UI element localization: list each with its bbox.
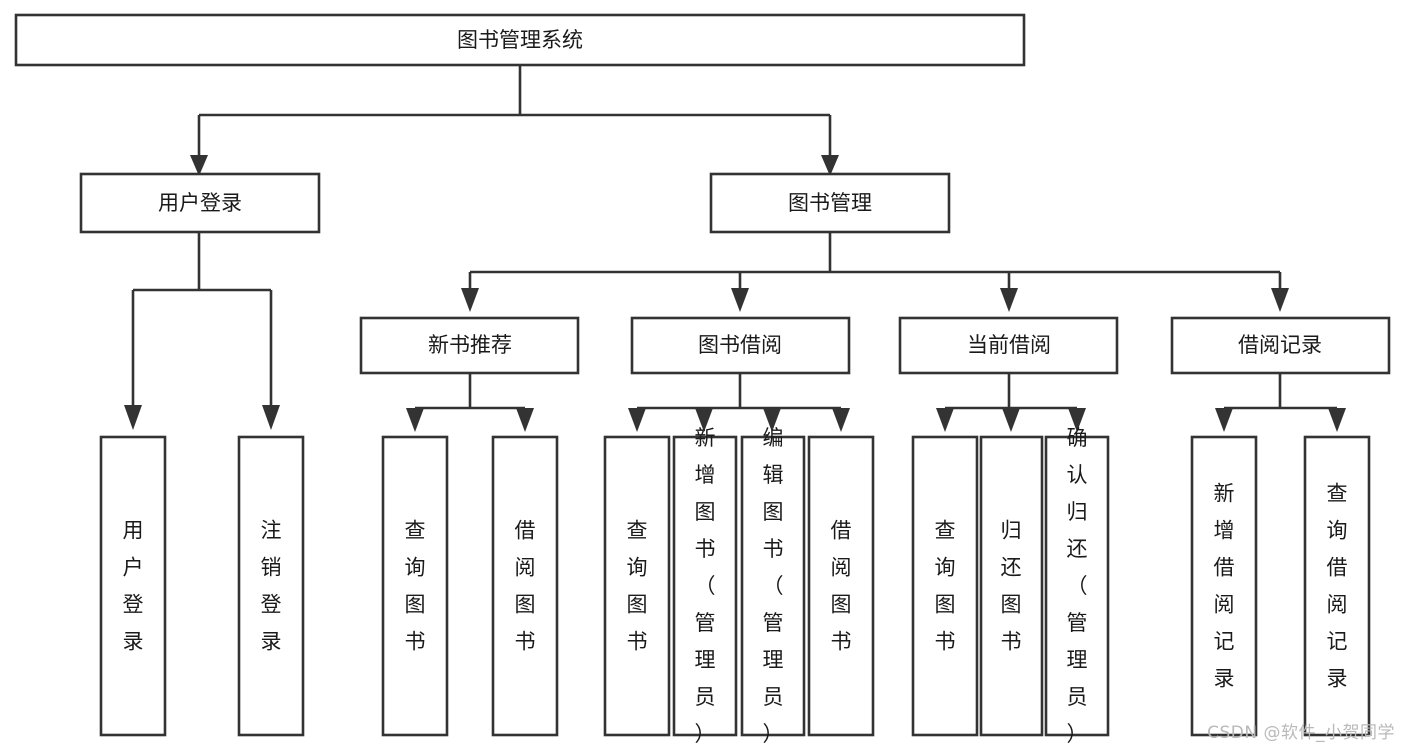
node-new-book-recommend-box[interactable] [359, 316, 580, 375]
arrowhead-leaf-return-book [1002, 408, 1020, 432]
node-leaf-add-record-label: 新增借阅记录 [1214, 482, 1235, 691]
node-leaf-add-record-box[interactable] [1190, 435, 1258, 737]
node-leaf-query-book-2[interactable]: 查询图书 [603, 435, 671, 737]
arrowhead-leaf-query-record [1328, 408, 1346, 432]
node-leaf-user-logout[interactable]: 注销登录 [237, 435, 305, 737]
node-current-borrow-box[interactable] [898, 316, 1119, 375]
node-leaf-query-book-2-label: 查询图书 [627, 519, 648, 654]
node-leaf-borrow-book-2-box[interactable] [807, 435, 875, 737]
node-leaf-confirm-return-box[interactable] [1044, 435, 1110, 737]
node-leaf-user-logout-box[interactable] [237, 435, 305, 737]
node-user-login-label: 用户登录 [158, 191, 242, 215]
node-leaf-edit-book-label: 编辑图书（管理员） [763, 426, 784, 746]
node-leaf-borrow-book-2[interactable]: 借阅图书 [807, 435, 875, 737]
node-leaf-query-record-box[interactable] [1303, 435, 1371, 737]
node-borrow-record-label: 借阅记录 [1238, 333, 1322, 357]
connector-group-new-book-recommend [406, 373, 534, 432]
node-leaf-query-record[interactable]: 查询借阅记录 [1303, 435, 1371, 737]
arrowhead-user-login [190, 155, 208, 176]
node-leaf-add-book-label: 新增图书（管理员） [695, 426, 716, 746]
node-borrow-record[interactable]: 借阅记录 [1170, 316, 1391, 375]
node-leaf-return-book-box[interactable] [979, 435, 1044, 737]
node-leaf-query-book-2-box[interactable] [603, 435, 671, 737]
node-leaf-user-login-box[interactable] [99, 435, 167, 737]
node-leaf-return-book[interactable]: 归还图书 [979, 435, 1044, 737]
node-leaf-borrow-book-2-label: 借阅图书 [831, 519, 852, 654]
arrowhead-new-book-recommend [461, 288, 479, 312]
node-leaf-edit-book[interactable]: 编辑图书（管理员） [740, 426, 806, 746]
node-leaf-query-book-1[interactable]: 查询图书 [381, 435, 449, 737]
node-leaf-user-logout-label: 注销登录 [261, 519, 282, 654]
node-leaf-borrow-book-1-label: 借阅图书 [515, 519, 536, 654]
arrowhead-leaf-edit-book [763, 408, 781, 432]
connector-group-book-management [461, 232, 1289, 312]
node-leaf-add-book[interactable]: 新增图书（管理员） [672, 426, 738, 746]
node-root-label: 图书管理系统 [457, 28, 583, 52]
csdn-watermark: CSDN @软件_小贺同学 [1207, 723, 1395, 743]
node-leaf-query-book-3-label: 查询图书 [935, 519, 956, 654]
node-new-book-recommend[interactable]: 新书推荐 [359, 316, 580, 375]
arrowhead-leaf-query-book-3 [936, 408, 954, 432]
node-leaf-borrow-book-1-box[interactable] [491, 435, 559, 737]
node-root[interactable]: 图书管理系统 [14, 13, 1026, 67]
node-leaf-confirm-return[interactable]: 确认归还（管理员） [1044, 426, 1110, 746]
arrowhead-leaf-add-record [1215, 408, 1233, 432]
arrowhead-leaf-query-book-2 [628, 408, 646, 432]
node-leaf-user-login-label: 用户登录 [123, 519, 144, 654]
connector-group-book-borrow [628, 373, 850, 432]
arrowhead-leaf-add-book [695, 408, 713, 432]
node-leaf-add-record[interactable]: 新增借阅记录 [1190, 435, 1258, 737]
arrowhead-borrow-record [1271, 288, 1289, 312]
node-leaf-query-book-1-box[interactable] [381, 435, 449, 737]
node-book-management-label: 图书管理 [788, 191, 872, 215]
connector-group-user-login [124, 232, 280, 430]
arrowhead-leaf-borrow-book-2 [832, 408, 850, 432]
node-user-login[interactable]: 用户登录 [79, 172, 321, 234]
node-leaf-query-record-label: 查询借阅记录 [1327, 482, 1348, 691]
arrowhead-leaf-query-book-1 [406, 408, 424, 432]
arrowhead-leaf-user-login [124, 405, 142, 430]
node-book-management[interactable]: 图书管理 [709, 172, 951, 234]
node-leaf-user-login[interactable]: 用户登录 [99, 435, 167, 737]
node-leaf-query-book-3-box[interactable] [911, 435, 979, 737]
node-current-borrow-label: 当前借阅 [967, 333, 1051, 357]
node-book-borrow-box[interactable] [630, 316, 851, 375]
node-new-book-recommend-label: 新书推荐 [428, 333, 512, 357]
node-book-management-box[interactable] [709, 172, 951, 234]
node-book-borrow-label: 图书借阅 [698, 333, 782, 357]
node-leaf-return-book-label: 归还图书 [1001, 519, 1022, 654]
arrowhead-book-borrow [731, 288, 749, 312]
arrowhead-book-management [821, 155, 839, 176]
arrowhead-current-borrow [1000, 288, 1018, 312]
node-borrow-record-box[interactable] [1170, 316, 1391, 375]
node-leaf-query-book-1-label: 查询图书 [405, 519, 426, 654]
arrowhead-leaf-borrow-book-1 [516, 408, 534, 432]
node-current-borrow[interactable]: 当前借阅 [898, 316, 1119, 375]
node-leaf-confirm-return-label: 确认归还（管理员） [1067, 426, 1088, 746]
connector-group-root [190, 65, 839, 176]
node-leaf-query-book-3[interactable]: 查询图书 [911, 435, 979, 737]
node-root-box[interactable] [14, 13, 1026, 67]
node-leaf-borrow-book-1[interactable]: 借阅图书 [491, 435, 559, 737]
node-book-borrow[interactable]: 图书借阅 [630, 316, 851, 375]
node-leaf-add-book-box[interactable] [672, 435, 738, 737]
node-user-login-box[interactable] [79, 172, 321, 234]
arrowhead-leaf-confirm-return [1068, 408, 1086, 432]
connector-group-current-borrow [936, 373, 1086, 432]
connector-group-borrow-record [1215, 373, 1346, 432]
node-leaf-edit-book-box[interactable] [740, 435, 806, 737]
arrowhead-leaf-user-logout [262, 405, 280, 430]
